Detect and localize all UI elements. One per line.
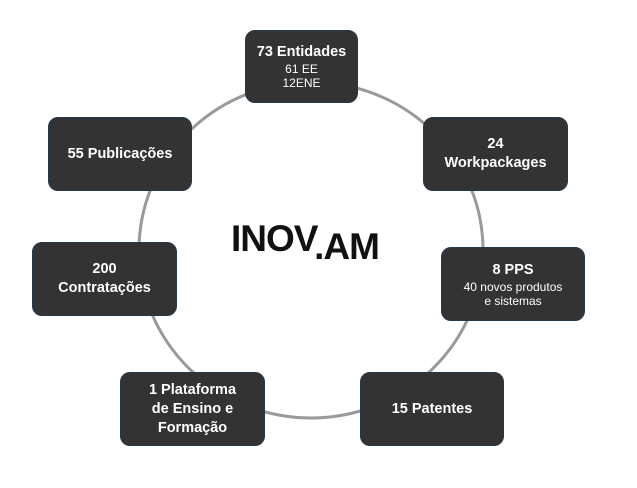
- node-title: 8 PPS: [492, 261, 534, 278]
- node-title: Formação: [157, 419, 228, 436]
- node-title: de Ensino e: [151, 400, 234, 417]
- node-title: 73 Entidades: [256, 44, 347, 60]
- node-title: 1 Plataforma: [148, 381, 237, 398]
- node-title: 15 Patentes: [391, 400, 473, 417]
- node-sub: 61 EE: [285, 62, 318, 76]
- inovam-logo: INOV.AM: [231, 218, 380, 267]
- node-sub: 12ENE: [282, 76, 321, 90]
- node-title: Workpackages: [444, 155, 547, 171]
- node-sub: 40 novos produtos: [463, 279, 563, 294]
- node-workpackages: 24 Workpackages: [423, 117, 568, 191]
- node-title: 55 Publicações: [67, 145, 173, 162]
- node-plataforma: 1 Plataforma de Ensino e Formação: [120, 372, 265, 446]
- node-title: Contratações: [58, 280, 151, 296]
- node-entidades: 73 Entidades 61 EE 12ENE: [245, 30, 358, 103]
- node-publicacoes: 55 Publicações: [48, 117, 192, 191]
- node-sub: e sistemas: [484, 293, 542, 308]
- node-contratacoes: 200 Contratações: [32, 242, 177, 316]
- node-title: 24: [487, 136, 504, 152]
- node-title: 200: [92, 261, 117, 277]
- node-patentes: 15 Patentes: [360, 372, 504, 446]
- node-pps: 8 PPS 40 novos produtos e sistemas: [441, 247, 585, 321]
